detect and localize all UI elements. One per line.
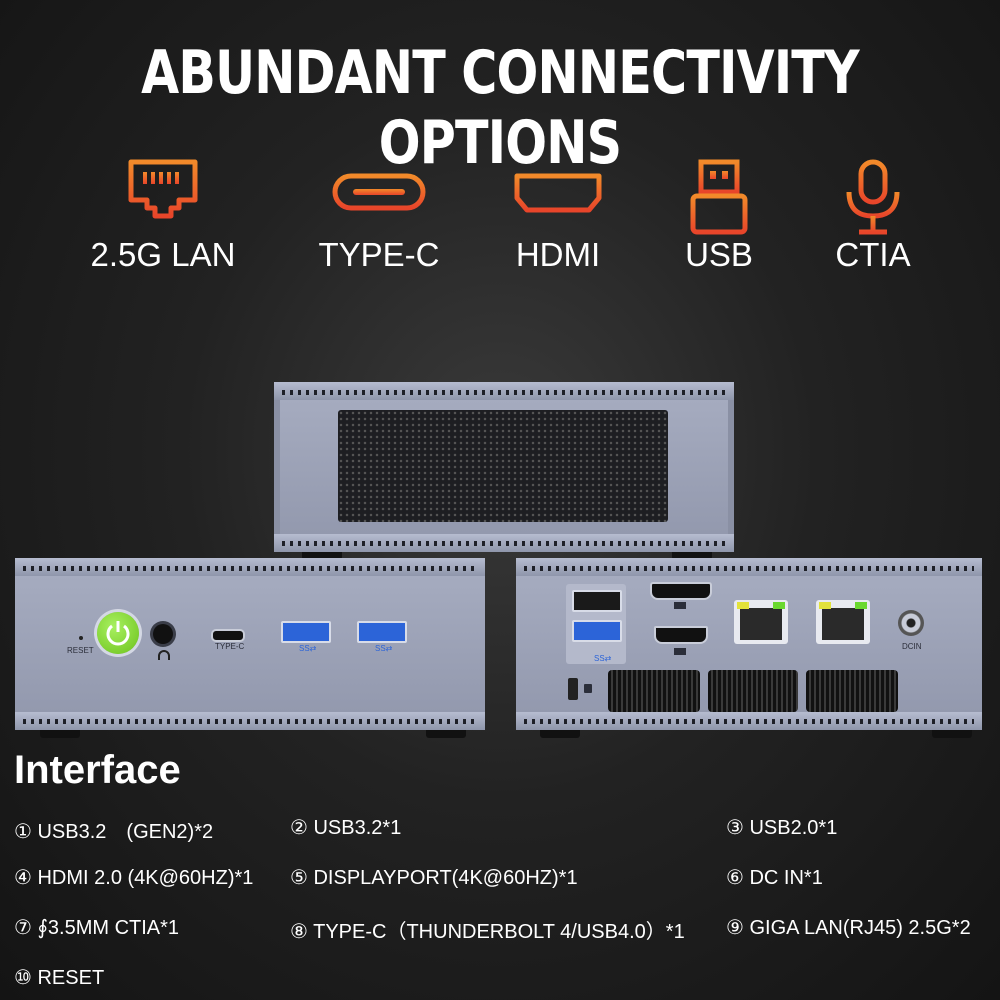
spec-item: ⑤ DISPLAYPORT(4K@60HZ)*1 (290, 867, 578, 889)
audio-jack[interactable] (153, 624, 173, 644)
power-button[interactable] (97, 612, 139, 654)
vent-grille (708, 670, 798, 712)
ss-label: SS⇄ (594, 654, 612, 663)
usb-c-icon (332, 173, 426, 211)
interface-title: Interface (14, 748, 181, 792)
microphone-icon (846, 159, 900, 235)
spec-item: ④ HDMI 2.0 (4K@60HZ)*1 (14, 867, 254, 889)
displayport-port[interactable] (650, 582, 712, 600)
feature-ctia: CTIA (783, 158, 963, 274)
ethernet-icon (128, 159, 198, 219)
usb2-port[interactable] (572, 590, 622, 612)
mini-pc-rear: SS⇄ DCIN (516, 558, 982, 730)
feature-lan: 2.5G LAN (73, 158, 253, 274)
typec-label: TYPE-C (215, 642, 245, 651)
feature-hdmi: HDMI (468, 158, 648, 274)
usb-icon (690, 159, 748, 235)
vent-grille (806, 670, 898, 712)
hdmi-icon (514, 173, 602, 213)
spec-item: ⑩ RESET (14, 967, 105, 989)
ss-label: SS⇄ (375, 644, 393, 653)
spec-item: ③ USB2.0*1 (726, 817, 838, 839)
feature-label: USB (685, 236, 753, 273)
page-title: ABUNDANT CONNECTIVITY OPTIONS (141, 38, 860, 178)
reset-label: RESET (67, 646, 94, 655)
mini-pc-front: RESET TYPE-C SS⇄ SS⇄ (15, 558, 485, 730)
dcin-label: DCIN (902, 642, 922, 651)
lock-icon (584, 684, 592, 693)
hdmi-port-icon (674, 648, 686, 655)
spec-item: ⑦ ∮3.5MM CTIA*1 (14, 917, 180, 939)
usb3-port[interactable] (281, 621, 331, 643)
ss-label: SS⇄ (299, 644, 317, 653)
spec-item: ⑨ GIGA LAN(RJ45) 2.5G*2 (726, 917, 971, 939)
spec-item: ⑥ DC IN*1 (726, 867, 823, 889)
displayport-icon (674, 602, 686, 609)
hdmi-port[interactable] (654, 626, 708, 644)
usb3-port[interactable] (357, 621, 407, 643)
mini-pc-top-view (274, 382, 734, 552)
lan-port-2[interactable] (816, 600, 870, 644)
reset-hole[interactable] (79, 636, 83, 640)
feature-usb: USB (629, 158, 809, 274)
mesh-grille (338, 410, 668, 522)
typec-port[interactable] (211, 629, 245, 642)
spec-item: ⑧ TYPE-C（THUNDERBOLT 4/USB4.0）*1 (290, 921, 685, 943)
spec-item: ② USB3.2*1 (290, 817, 402, 839)
feature-label: CTIA (835, 236, 911, 273)
kensington-lock[interactable] (568, 678, 578, 700)
spec-item: ① USB3.2 (GEN2)*2 (14, 821, 214, 843)
feature-typec: TYPE-C (289, 158, 469, 274)
dc-in-port[interactable] (898, 610, 924, 636)
power-icon (106, 621, 130, 646)
headphone-icon (158, 650, 170, 660)
vent-grille (608, 670, 700, 712)
usb3-port[interactable] (572, 620, 622, 642)
feature-label: HDMI (515, 236, 601, 273)
feature-label: TYPE-C (318, 236, 440, 273)
lan-port-1[interactable] (734, 600, 788, 644)
feature-label: 2.5G LAN (90, 236, 236, 273)
